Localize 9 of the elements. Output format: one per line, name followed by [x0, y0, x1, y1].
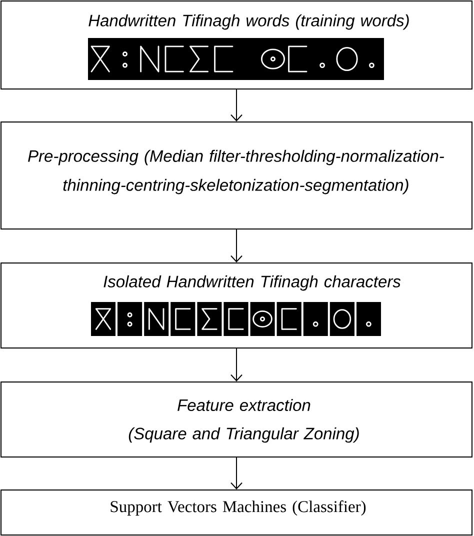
arrow: [230, 229, 242, 262]
arrow: [230, 89, 242, 122]
process-box: Isolated Handwritten Tifinagh characters: [0, 262, 472, 348]
arrow: [230, 348, 242, 382]
process-box: Pre-processing (Median filter-thresholding-normalization-thinning-centring-skeletonization-segmentation): [0, 122, 472, 230]
process-box: Support Vectors Machines (Classifier): [0, 490, 472, 536]
arrow: [230, 457, 242, 490]
process-box: Handwritten Tifinagh words (training words): [0, 0, 472, 90]
process-box: Feature extraction (Square and Triangular Zoning): [0, 382, 472, 458]
